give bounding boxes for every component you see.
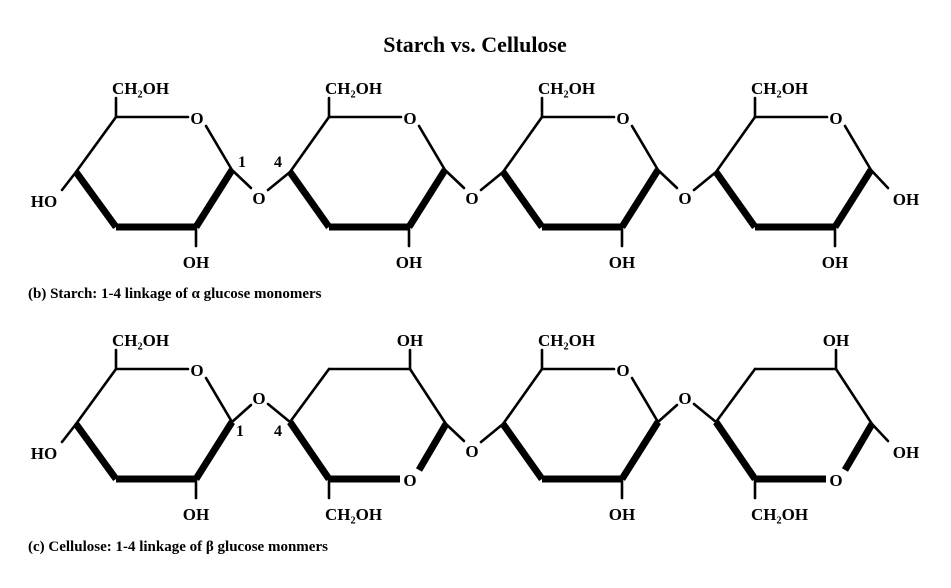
- ch2oh-label: CH₂OH: [112, 331, 169, 350]
- glycosidic-oxygen: O: [465, 442, 478, 461]
- starch-glycosidic-link-1: O 4: [252, 154, 292, 208]
- starch-glycosidic-link-2: O: [465, 170, 505, 208]
- cellulose-glycosidic-link-1: O 4: [252, 389, 292, 440]
- hydroxyl-label: OH: [183, 253, 209, 272]
- carbon-4-label: 4: [274, 154, 282, 171]
- hydroxyl-label: OH: [183, 505, 209, 524]
- hydroxyl-label: OH: [893, 443, 919, 462]
- cellulose-chain: CH₂OH O HO OH 1 O 4 OH O CH₂OH: [28, 331, 919, 555]
- ring-oxygen: O: [403, 109, 416, 128]
- hydroxyl-label: OH: [397, 331, 423, 350]
- glycosidic-oxygen: O: [465, 189, 478, 208]
- ch2oh-label: CH₂OH: [751, 505, 808, 524]
- hydroxyl-label: OH: [609, 505, 635, 524]
- cellulose-ring-3: CH₂OH O OH: [500, 331, 679, 524]
- cellulose-ring-1: CH₂OH O HO OH 1: [31, 331, 253, 524]
- ring-oxygen: O: [616, 109, 629, 128]
- ring-oxygen: O: [829, 109, 842, 128]
- glycosidic-oxygen: O: [678, 389, 691, 408]
- cellulose-glycosidic-link-3: O: [678, 389, 718, 424]
- ch2oh-label: CH₂OH: [751, 79, 808, 98]
- glycosidic-oxygen: O: [678, 189, 691, 208]
- carbon-1-label: 1: [238, 154, 246, 171]
- glycosidic-oxygen: O: [252, 189, 265, 208]
- carbon-1-label: 1: [236, 423, 244, 440]
- hydroxyl-label: HO: [31, 192, 57, 211]
- hydroxyl-label: OH: [893, 190, 919, 209]
- ch2oh-label: CH₂OH: [538, 79, 595, 98]
- starch-caption: (b) Starch: 1-4 linkage of α glucose mon…: [28, 286, 322, 302]
- hydroxyl-label: OH: [823, 331, 849, 350]
- starch-ring-1: CH₂OH O HO OH 1: [31, 79, 253, 272]
- ring-oxygen: O: [190, 109, 203, 128]
- ring-oxygen: O: [829, 471, 842, 490]
- starch-chain: CH₂OH O HO OH 1 O 4 CH₂OH O OH: [28, 79, 919, 302]
- diagram-title: Starch vs. Cellulose: [383, 32, 567, 57]
- ch2oh-label: CH₂OH: [112, 79, 169, 98]
- carbon-4-label: 4: [274, 423, 282, 440]
- starch-glycosidic-link-3: O: [678, 170, 718, 208]
- cellulose-ring-2: OH O CH₂OH: [287, 331, 466, 524]
- ring-oxygen: O: [616, 361, 629, 380]
- starch-ring-4: CH₂OH O OH OH: [713, 79, 919, 272]
- hydroxyl-label: HO: [31, 444, 57, 463]
- ch2oh-label: CH₂OH: [538, 331, 595, 350]
- hydroxyl-label: OH: [396, 253, 422, 272]
- ch2oh-label: CH₂OH: [325, 79, 382, 98]
- ring-oxygen: O: [403, 471, 416, 490]
- ring-oxygen: O: [190, 361, 203, 380]
- hydroxyl-label: OH: [609, 253, 635, 272]
- cellulose-glycosidic-link-2: O: [465, 422, 505, 461]
- cellulose-ring-4: OH O CH₂OH OH: [713, 331, 919, 524]
- hydroxyl-label: OH: [822, 253, 848, 272]
- starch-ring-2: CH₂OH O OH: [287, 79, 466, 272]
- starch-ring-3: CH₂OH O OH: [500, 79, 679, 272]
- cellulose-caption: (c) Cellulose: 1-4 linkage of β glucose …: [28, 539, 328, 555]
- glycosidic-oxygen: O: [252, 389, 265, 408]
- ch2oh-label: CH₂OH: [325, 505, 382, 524]
